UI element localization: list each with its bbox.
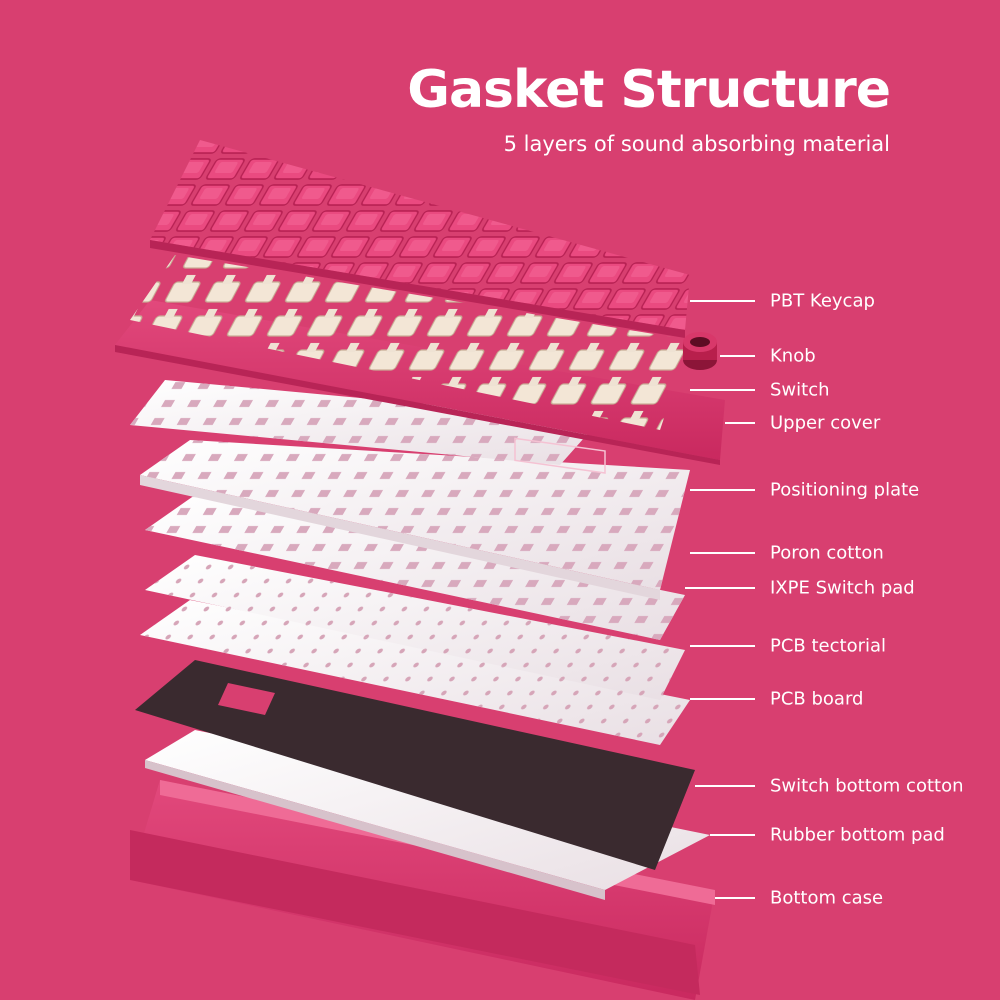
positioning-plate [140, 440, 690, 600]
label-switch: Switch [770, 379, 830, 401]
leader-bottom-case [715, 897, 755, 899]
label-pcb-tectorial: PCB tectorial [770, 635, 887, 657]
pcb-board [135, 660, 695, 870]
label-keycap: PBT Keycap [770, 290, 875, 312]
leader-ixpe-pad [685, 587, 755, 589]
label-knob: Knob [770, 345, 816, 367]
plate-frame [130, 380, 600, 465]
rubber-bottom-pad [145, 730, 710, 900]
label-rubber-bottom-pad: Rubber bottom pad [770, 824, 945, 846]
ixpe-switch-pad [145, 555, 685, 700]
page-subtitle: 5 layers of sound absorbing material [503, 132, 890, 156]
leader-poron-cotton [690, 552, 755, 554]
leader-knob [720, 355, 755, 357]
label-bottom-case: Bottom case [770, 887, 884, 909]
leader-upper-cover [725, 422, 755, 424]
knob [683, 332, 717, 370]
label-positioning-plate: Positioning plate [770, 479, 920, 501]
label-ixpe-pad: IXPE Switch pad [770, 577, 915, 599]
pbt-keycap-layer [150, 140, 690, 338]
label-poron-cotton: Poron cotton [770, 542, 884, 564]
leader-pcb-tectorial [690, 645, 755, 647]
page-title: Gasket Structure [407, 60, 891, 120]
label-upper-cover: Upper cover [770, 412, 881, 434]
pcb-tectorial [140, 600, 690, 745]
leader-switch-bottom-cotton [695, 785, 755, 787]
leader-switch [690, 389, 755, 391]
label-pcb-board: PCB board [770, 688, 864, 710]
rk-lab-logo [514, 437, 606, 474]
leader-positioning-plate [690, 489, 755, 491]
switch-layer [130, 255, 690, 430]
poron-cotton [145, 495, 685, 640]
leader-pcb-board [690, 698, 755, 700]
leader-keycap [690, 300, 755, 302]
label-switch-bottom-cotton: Switch bottom cotton [770, 775, 964, 797]
leader-rubber-bottom-pad [710, 834, 755, 836]
